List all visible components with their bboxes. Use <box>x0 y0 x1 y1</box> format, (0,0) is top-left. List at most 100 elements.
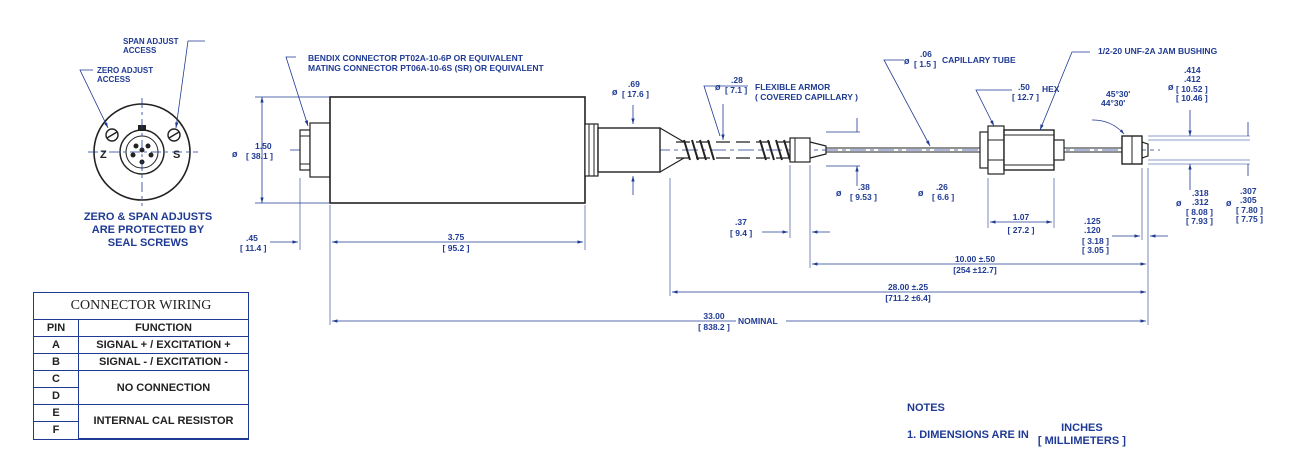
armor-dia-mm: [ 7.1 ] <box>725 85 747 95</box>
cap-dia-symbol: ø <box>904 56 910 66</box>
connector-callout-2: MATING CONNECTOR PT06A-10-6S (SR) OR EQU… <box>308 63 544 73</box>
pin-cell: A <box>34 336 79 354</box>
ferrule-len-in: .37 <box>735 217 747 227</box>
notes-text: 1. DIMENSIONS ARE IN <box>907 428 1029 441</box>
body-dia-symbol: ø <box>232 149 238 159</box>
zero-adjust-label-1: ZERO ADJUST <box>97 66 153 75</box>
tip1-dia-symbol: ø <box>1168 82 1174 92</box>
body-len-in: 3.75 <box>448 232 465 242</box>
body-dia-mm: [ 38.1 ] <box>246 151 273 161</box>
span-adjust-label-2: ACCESS <box>123 46 157 55</box>
tip-len-in-max: .125 <box>1084 216 1101 226</box>
angle-1: 45°30' <box>1106 89 1130 99</box>
flange-dia-in: .69 <box>628 79 640 89</box>
hex-callout: HEX <box>1042 84 1060 94</box>
tip2-in-max: .318 <box>1192 188 1209 198</box>
connector-callout-1: BENDIX CONNECTOR PT02A-10-6P OR EQUIVALE… <box>308 53 524 63</box>
notes-block: NOTES 1. DIMENSIONS ARE IN INCHES [ MILL… <box>907 402 1126 448</box>
tip-len-mm-max: [ 3.18 ] <box>1082 236 1109 246</box>
bushing-callout: 1/2-20 UNF-2A JAM BUSHING <box>1098 46 1218 56</box>
cap-dia-mm: [ 1.5 ] <box>914 59 936 69</box>
fitting-dia-in: .38 <box>858 182 870 192</box>
tip1-in-min: .412 <box>1184 74 1201 84</box>
tip1-mm-max: [ 10.52 ] <box>1176 84 1208 94</box>
notes-line: 1. DIMENSIONS ARE IN INCHES [ MILLIMETER… <box>907 422 1126 448</box>
len33-in: 33.00 <box>703 311 725 321</box>
armor-dia-symbol: ø <box>715 82 721 92</box>
protected-note-3: SEAL SCREWS <box>108 237 188 249</box>
callout-labels: BENDIX CONNECTOR PT02A-10-6P OR EQUIVALE… <box>308 46 1218 108</box>
body-dia-in: 1.50 <box>255 141 272 151</box>
pin-header: PIN <box>34 320 79 337</box>
angle-2: 44°30' <box>1101 98 1125 108</box>
conn-len-mm: [ 11.4 ] <box>240 243 267 253</box>
pin-cell: E <box>34 404 79 422</box>
pin-cell: F <box>34 421 79 438</box>
end-view: Z S SPAN ADJUST ACCESS ZERO ADJUST ACCES… <box>79 37 212 249</box>
table-row: A SIGNAL + / EXCITATION + <box>34 336 248 354</box>
flange-dia-mm: [ 17.6 ] <box>622 89 649 99</box>
hex-in: .50 <box>1018 82 1030 92</box>
armor-callout-2: ( COVERED CAPILLARY ) <box>755 92 858 102</box>
hex-mm: [ 12.7 ] <box>1012 92 1039 102</box>
nut-dia-mm: [ 6.6 ] <box>932 192 954 202</box>
wiring-header-row: PIN FUNCTION <box>34 320 248 337</box>
units-mm: [ MILLIMETERS ] <box>1037 435 1126 447</box>
dimension-labels: ø 1.50 [ 38.1 ] ø .69 [ 17.6 ] ø .28 [ 7… <box>232 49 1263 332</box>
fitting-len-mm: [ 27.2 ] <box>1008 225 1035 235</box>
tip3-dia-symbol: ø <box>1226 198 1232 208</box>
conn-len-in: .45 <box>246 233 258 243</box>
connector-wiring-table: CONNECTOR WIRING PIN FUNCTION A SIGNAL +… <box>33 292 249 440</box>
nut-dia-in: .26 <box>936 182 948 192</box>
cap-dia-in: .06 <box>920 49 932 59</box>
units-stack: INCHES [ MILLIMETERS ] <box>1038 422 1126 448</box>
tip3-in-max: .307 <box>1240 186 1257 196</box>
wiring-title: CONNECTOR WIRING <box>34 293 248 320</box>
pin-cell: B <box>34 353 79 371</box>
armor-dia-in: .28 <box>731 75 743 85</box>
fitting-len-in: 1.07 <box>1013 212 1030 222</box>
units-inches: INCHES <box>1061 422 1103 434</box>
function-cell: INTERNAL CAL RESISTOR <box>78 404 248 439</box>
len28-mm: [711.2 ±6.4] <box>885 293 930 303</box>
tip-len-in-min: .120 <box>1084 225 1101 235</box>
function-header: FUNCTION <box>78 320 248 337</box>
tip2-mm-max: [ 8.08 ] <box>1186 207 1213 217</box>
tip3-in-min: .305 <box>1240 195 1257 205</box>
zero-adjust-label-2: ACCESS <box>97 75 131 84</box>
tip2-in-min: .312 <box>1192 197 1209 207</box>
len10-mm: [254 ±12.7] <box>953 265 997 275</box>
function-cell: SIGNAL + / EXCITATION + <box>78 336 248 354</box>
table-row: E INTERNAL CAL RESISTOR <box>34 404 248 439</box>
table-row: C NO CONNECTION <box>34 370 248 405</box>
function-cell: NO CONNECTION <box>78 370 248 405</box>
nut-dia-symbol: ø <box>918 188 924 198</box>
table-row: B SIGNAL - / EXCITATION - <box>34 353 248 371</box>
capillary-callout: CAPILLARY TUBE <box>942 55 1016 65</box>
zero-letter: Z <box>100 149 107 161</box>
nominal-label: NOMINAL <box>738 316 778 326</box>
body-len-mm: [ 95.2 ] <box>443 243 470 253</box>
tip1-in-max: .414 <box>1184 65 1201 75</box>
fitting-dia-mm: [ 9.53 ] <box>850 192 877 202</box>
len10-in: 10.00 ±.50 <box>955 254 995 264</box>
tip2-mm-min: [ 7.93 ] <box>1186 216 1213 226</box>
function-cell: SIGNAL - / EXCITATION - <box>78 353 248 371</box>
tip3-mm-min: [ 7.75 ] <box>1236 214 1263 224</box>
protected-note-2: ARE PROTECTED BY <box>92 224 205 236</box>
armor-coils <box>683 139 791 161</box>
ferrule-len-mm: [ 9.4 ] <box>730 228 752 238</box>
protected-note-1: ZERO & SPAN ADJUSTS <box>84 211 212 223</box>
tip3-mm-max: [ 7.80 ] <box>1236 205 1263 215</box>
notes-heading: NOTES <box>907 402 945 414</box>
fitting-dia-symbol: ø <box>836 188 842 198</box>
flange-dia-symbol: ø <box>612 87 618 97</box>
pin-cell: C <box>34 370 79 388</box>
span-letter: S <box>173 149 180 161</box>
span-adjust-label-1: SPAN ADJUST <box>123 37 179 46</box>
wiring-grid: PIN FUNCTION A SIGNAL + / EXCITATION + B… <box>34 320 248 439</box>
pin-cell: D <box>34 387 79 405</box>
tip2-dia-symbol: ø <box>1176 198 1182 208</box>
side-view <box>255 51 1250 325</box>
